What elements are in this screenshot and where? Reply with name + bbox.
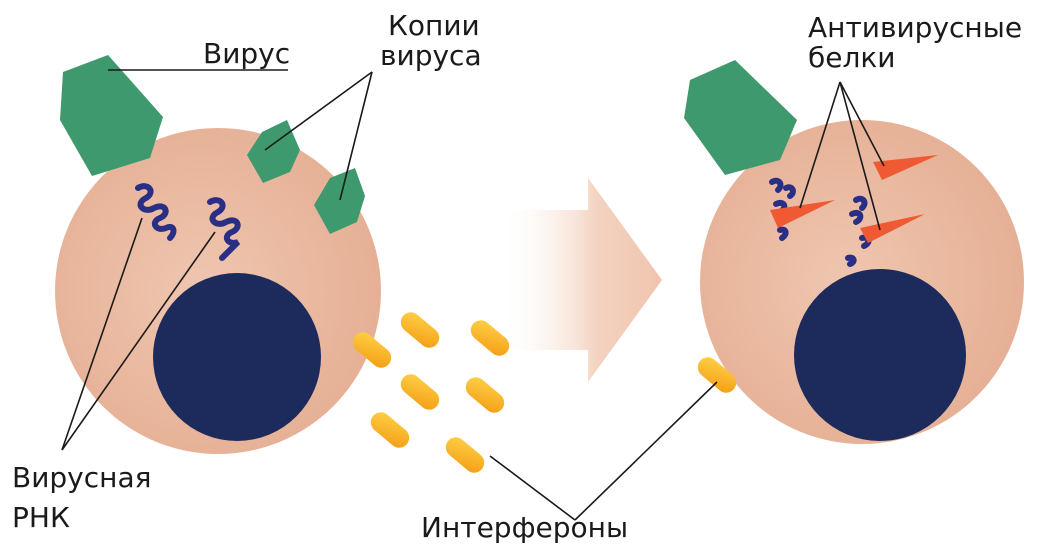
protected-cell-nucleus [794,269,966,441]
label-virus-copies-2: вируса [380,40,482,72]
label-antiviral-2: белки [808,42,896,74]
label-virus: Вирус [203,38,290,70]
interferon-4 [397,370,444,414]
virus-particle [60,55,163,176]
label-virus-copies-1: Копии [388,10,480,42]
label-viral-rna-2: РНК [12,502,70,534]
process-arrow [500,178,662,382]
interferon-7 [442,433,489,477]
label-antiviral-1: Антивирусные [808,12,1022,44]
interferon-5 [462,373,509,417]
label-interferons: Интерфероны [421,512,628,544]
leader-ifn-2 [575,382,717,520]
interferon-6 [367,408,414,452]
label-viral-rna-1: Вирусная [12,462,151,494]
virus-particle-blocked [684,60,797,175]
interferon-2 [397,308,444,352]
infected-cell-nucleus [153,273,321,441]
